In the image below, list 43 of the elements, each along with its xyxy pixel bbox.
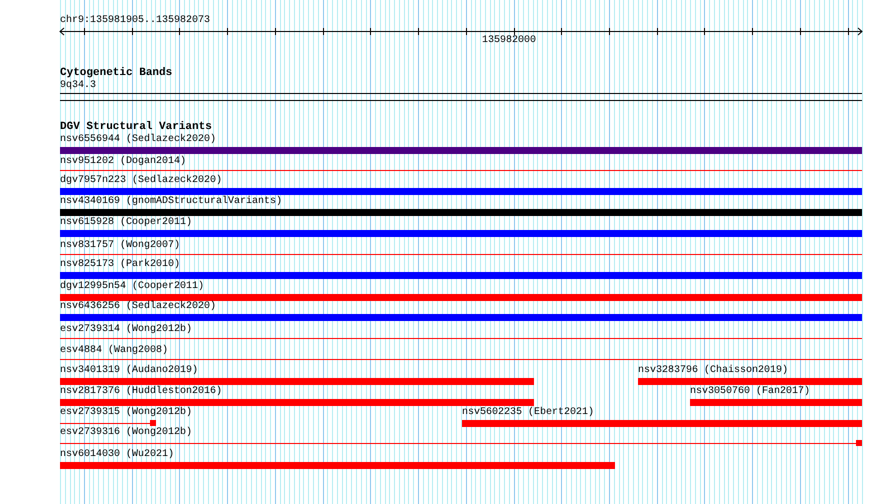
track-title: Cytogenetic Bands [60, 67, 172, 79]
variant-feature [690, 386, 862, 406]
feature-label: dgv12995n54 (Cooper2011) [60, 281, 204, 293]
variant-feature [60, 449, 615, 469]
feature-label: esv2739314 (Wong2012b) [60, 324, 192, 336]
variant-feature [60, 175, 862, 195]
variant-feature [60, 386, 534, 406]
variant-feature [638, 365, 862, 385]
variant-feature [60, 217, 862, 237]
feature-label: esv2739315 (Wong2012b) [60, 407, 192, 419]
coordinate-label: 135982000 [482, 35, 536, 47]
track-title: DGV Structural Variants [60, 121, 212, 133]
feature-label: nsv3283796 (Chaisson2019) [638, 365, 788, 377]
variant-feature [60, 134, 862, 154]
feature-label: nsv951202 (Dogan2014) [60, 156, 186, 168]
variant-feature [60, 365, 534, 385]
variant-feature [60, 259, 862, 279]
feature-label: nsv2817376 (Huddleston2016) [60, 386, 222, 398]
feature-label: nsv831757 (Wong2007) [60, 240, 180, 252]
feature-label: esv4884 (Wang2008) [60, 345, 168, 357]
variant-feature [60, 156, 862, 171]
variant-feature [60, 196, 862, 216]
feature-label: nsv6014030 (Wu2021) [60, 449, 174, 461]
feature-label: nsv5602235 (Ebert2021) [462, 407, 594, 419]
feature-label: nsv825173 (Park2010) [60, 259, 180, 271]
feature-label: nsv4340169 (gnomADStructuralVariants) [60, 196, 282, 208]
locus-title: chr9:135981905..135982073 [60, 15, 210, 27]
variant-feature [60, 324, 862, 339]
feature-label: nsv6556944 (Sedlazeck2020) [60, 134, 216, 146]
variant-feature [60, 427, 862, 447]
feature-label: nsv6436256 (Sedlazeck2020) [60, 301, 216, 313]
feature-label: dgv7957n223 (Sedlazeck2020) [60, 175, 222, 187]
feature-label: nsv3050760 (Fan2017) [690, 386, 810, 398]
band-label: 9q34.3 [60, 80, 96, 92]
feature-label: nsv615928 (Cooper2011) [60, 217, 192, 229]
variant-feature [60, 281, 862, 301]
variant-feature [60, 240, 862, 255]
variant-feature [60, 407, 192, 427]
variant-feature [60, 345, 862, 360]
feature-label: nsv3401319 (Audano2019) [60, 365, 198, 377]
feature-label: esv2739316 (Wong2012b) [60, 427, 192, 439]
variant-feature [462, 407, 862, 427]
variant-feature [60, 301, 862, 321]
